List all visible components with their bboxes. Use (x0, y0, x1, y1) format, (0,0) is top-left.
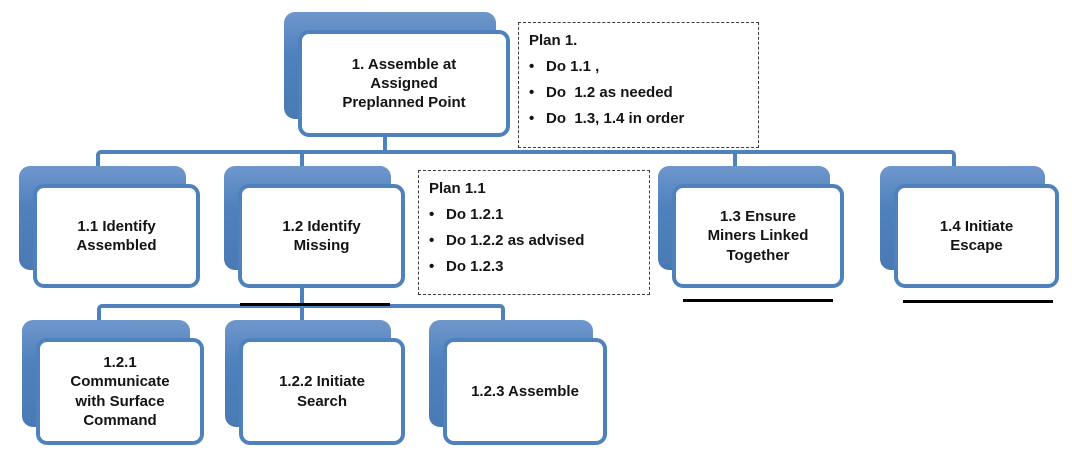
node-1-2-2: 1.2.2 Initiate Search (225, 320, 405, 445)
bullet-icon: • (429, 258, 435, 275)
plan-1-1-box: Plan 1.1 • Do 1.2.1 • Do 1.2.2 as advise… (418, 170, 650, 295)
connector-drop-1-2 (300, 150, 304, 172)
plan-bullet: • Do 1.2.3 (429, 254, 641, 280)
node-label: 1.3 Ensure Miners Linked Together (707, 208, 809, 264)
node-label: 1.2.2 Initiate Search (279, 373, 365, 410)
plan-bullet: • Do 1.3, 1.4 in order (529, 106, 750, 132)
node-1-2-1: 1.2.1 Communicate with Surface Command (22, 320, 204, 445)
card-front: 1.2.2 Initiate Search (239, 338, 405, 445)
node-1-2-3: 1.2.3 Assemble (429, 320, 607, 445)
card-front: 1.2.3 Assemble (443, 338, 607, 445)
connector-root-stub (383, 136, 387, 152)
plan-bullet-text: Do 1.2.1 (446, 206, 504, 223)
connector-drop-1-2-2 (300, 304, 304, 324)
node-label: 1. Assemble at Assigned Preplanned Point (342, 55, 466, 112)
node-label: 1.2.3 Assemble (471, 382, 579, 400)
node-1-2: 1.2 Identify Missing (224, 166, 405, 288)
node-label: 1.2 Identify Missing (282, 217, 361, 254)
node-1-1: 1.1 Identify Assembled (19, 166, 200, 288)
underline-mark-1-2 (240, 303, 390, 306)
bullet-icon: • (529, 58, 535, 75)
bullet-icon: • (529, 110, 535, 127)
plan-heading: Plan 1. (529, 32, 578, 49)
connector-drop-1-3 (733, 150, 737, 172)
node-1-4: 1.4 Initiate Escape (880, 166, 1059, 288)
plan-heading: Plan 1.1 (429, 180, 486, 197)
card-front: 1.2 Identify Missing (238, 184, 405, 288)
plan-bullet-text: Do 1.2.2 as advised (446, 232, 585, 249)
plan-bullet: • Do 1.1 , (529, 54, 750, 80)
bullet-icon: • (429, 206, 435, 223)
card-front: 1.2.1 Communicate with Surface Command (36, 338, 204, 445)
plan-bullet: • Do 1.2 as needed (529, 80, 750, 106)
card-front: 1.4 Initiate Escape (894, 184, 1059, 288)
plan-bullet: • Do 1.2.2 as advised (429, 228, 641, 254)
plan-bullet: • Do 1.2.1 (429, 202, 641, 228)
plan-bullet-text: Do 1.2.3 (446, 258, 504, 275)
plan-bullet-text: Do 1.2 as needed (546, 84, 673, 101)
node-label: 1.1 Identify Assembled (76, 217, 157, 254)
card-front: 1. Assemble at Assigned Preplanned Point (298, 30, 510, 137)
card-front: 1.3 Ensure Miners Linked Together (672, 184, 844, 288)
bullet-icon: • (429, 232, 435, 249)
connector-level1-elbow (96, 150, 956, 172)
plan-bullet-text: Do 1.3, 1.4 in order (546, 110, 685, 127)
plan-bullet-text: Do 1.1 , (546, 58, 600, 75)
bullet-icon: • (529, 84, 535, 101)
underline-mark-1-3 (683, 299, 833, 302)
node-1-3: 1.3 Ensure Miners Linked Together (658, 166, 844, 288)
node-label: 1.2.1 Communicate with Surface Command (70, 354, 170, 429)
node-label: 1.4 Initiate Escape (939, 217, 1014, 254)
node-1: 1. Assemble at Assigned Preplanned Point (284, 12, 510, 137)
connector-1-2-bottom-stub (300, 288, 304, 306)
plan-1-box: Plan 1. • Do 1.1 , • Do 1.2 as needed • … (518, 22, 759, 148)
underline-mark-1-4 (903, 300, 1053, 303)
card-front: 1.1 Identify Assembled (33, 184, 200, 288)
